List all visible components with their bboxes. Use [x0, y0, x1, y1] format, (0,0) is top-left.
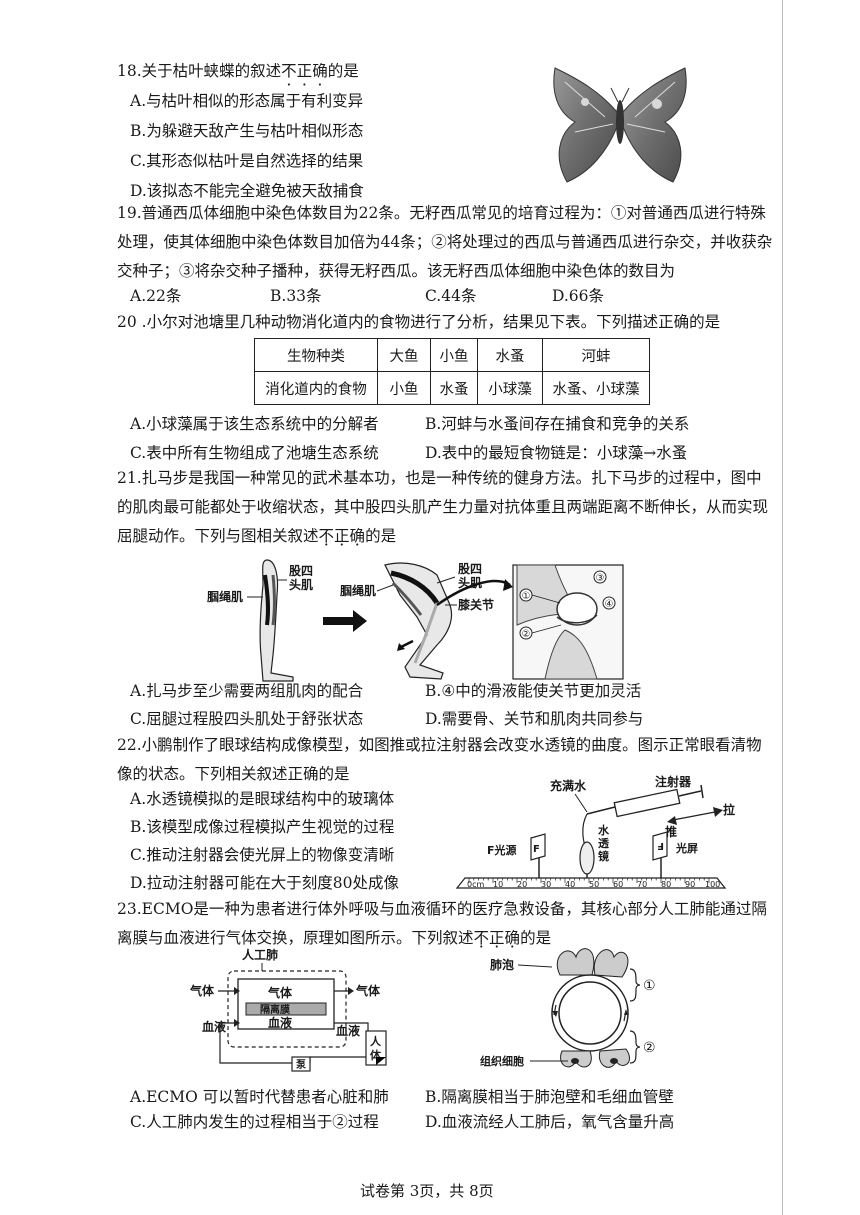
- eye-model-figure: 充满水 注射器 拉 推 水 透 镜 F光源 F F 光屏 0cm 10 20 3…: [455, 774, 735, 889]
- ruler-ticks: [468, 878, 710, 883]
- q22-stem: 22.小鹏制作了眼球结构成像模型，如图推或拉注射器会改变水透镜的曲度。图示正常眼…: [117, 736, 762, 783]
- table-cell: 小球藻: [477, 371, 543, 405]
- ruler-label: 40: [565, 880, 575, 889]
- q18-option-b: B.为躲避天敌产生与枯叶相似形态: [130, 122, 364, 140]
- table-header: 水蚤: [477, 338, 543, 372]
- ruler-label: 70: [637, 880, 647, 889]
- membrane-label: 隔离膜: [260, 1003, 290, 1016]
- q19-option-b: B.33条: [270, 287, 322, 305]
- artificial-lung-label: 人工肺: [242, 947, 278, 962]
- lens-label-2: 透: [598, 837, 610, 850]
- food-table: 生物种类 大鱼 小鱼 水蚤 河蚌 消化道内的食物 小鱼 水蚤 小球藻 水蚤、小球…: [254, 338, 650, 405]
- push-label: 推: [665, 824, 677, 839]
- q22-option-b: B.该模型成像过程模拟产生视觉的过程: [130, 818, 395, 836]
- q20-stem: 20 .小尔对池塘里几种动物消化道内的食物进行了分析，结果见下表。下列描述正确的…: [117, 313, 721, 331]
- table-row: 消化道内的食物 小鱼 水蚤 小球藻 水蚤、小球藻: [254, 371, 650, 405]
- butterfly-figure: [553, 67, 687, 183]
- q19-option-c: C.44条: [425, 287, 477, 305]
- q20-option-a: A.小球藻属于该生态系统中的分解者: [130, 415, 379, 433]
- q20-option-b: B.河蚌与水蚤间存在捕食和竞争的关系: [425, 415, 690, 433]
- ruler-label: 80: [661, 880, 671, 889]
- quad-label-2b: 头肌: [458, 575, 482, 590]
- hamstring-label-2: 腘绳肌: [340, 583, 376, 598]
- knee-label: 膝关节: [458, 597, 494, 612]
- table-row: 生物种类 大鱼 小鱼 水蚤 河蚌: [254, 338, 650, 372]
- q18-option-d: D.该拟态不能完全避免被天敌捕食: [130, 182, 364, 200]
- tissue-cell-label: 组织细胞: [480, 1054, 524, 1068]
- knee-part-3: ③: [596, 573, 605, 584]
- horse-stance-figure: 腘绳肌 股四 头肌 腘绳肌 股四 头肌 膝关节 ③ ④ ① ②: [207, 559, 624, 682]
- ruler-label: 0cm: [467, 880, 484, 889]
- hamstring-label-1: 腘绳肌: [207, 589, 243, 604]
- table-header: 小鱼: [430, 338, 478, 372]
- pump-label: 泵: [296, 1059, 307, 1071]
- q22-option-d: D.拉动注射器可能在大于刻度80处成像: [130, 874, 400, 892]
- gas-in-label: 气体: [189, 983, 215, 998]
- circulation-figure: 肺泡 组织细胞 ① ②: [480, 948, 656, 1068]
- table-cell: 水蚤: [430, 371, 478, 405]
- q18-option-a: A.与枯叶相似的形态属于有利变异: [130, 92, 364, 110]
- q21-option-c: C.屈腿过程股四头肌处于舒张状态: [130, 710, 364, 728]
- blood-out-label: 血液: [336, 1023, 360, 1038]
- table-header: 生物种类: [254, 338, 378, 372]
- quad-label-1b: 头肌: [289, 577, 313, 592]
- syringe-label: 注射器: [655, 774, 692, 789]
- q21-option-a: A.扎马步至少需要两组肌肉的配合: [130, 682, 364, 700]
- knee-part-1: ①: [522, 591, 531, 602]
- quad-label-2a: 股四: [458, 561, 482, 576]
- process-1-label: ①: [643, 978, 656, 994]
- page-edge: [782, 0, 783, 1215]
- lens-label: 水: [598, 823, 610, 837]
- q21-option-b: B.④中的滑液能使关节更加灵活: [425, 682, 642, 700]
- body-label-1: 人: [370, 1034, 382, 1048]
- q23-stem: 23.ECMO是一种为患者进行体外呼吸与血液循环的医疗急救设备，其核心部分人工肺…: [117, 895, 777, 953]
- light-source-f: F: [533, 844, 540, 855]
- knee-part-4: ④: [605, 599, 614, 610]
- q22-option-a: A.水透镜模拟的是眼球结构中的玻璃体: [130, 790, 395, 808]
- blood-chamber-label: 血液: [268, 1015, 292, 1030]
- q20-option-d: D.表中的最短食物链是：小球藻→水蚤: [425, 444, 688, 462]
- page-footer: 试卷第 3页，共 8页: [360, 1182, 494, 1200]
- q19-stem: 19.普通西瓜体细胞中染色体数目为22条。无籽西瓜常见的培育过程为：①对普通西瓜…: [117, 204, 773, 280]
- ruler-label: 20: [517, 880, 527, 889]
- q19-option-a: A.22条: [130, 287, 182, 305]
- alveolus-label: 肺泡: [490, 957, 514, 972]
- light-source-label: F光源: [487, 843, 517, 857]
- screen-label: 光屏: [675, 841, 698, 855]
- q21-option-d: D.需要骨、关节和肌肉共同参与: [425, 710, 644, 728]
- q23-option-c: C.人工肺内发生的过程相当于②过程: [130, 1113, 379, 1131]
- q23-option-b: B.隔离膜相当于肺泡壁和毛细血管壁: [425, 1088, 674, 1106]
- ruler-label: 10: [493, 880, 503, 889]
- ruler-label: 100: [705, 880, 720, 889]
- pull-label: 拉: [723, 802, 735, 817]
- water-full-label: 充满水: [550, 778, 587, 793]
- gas-chamber-label: 气体: [267, 985, 293, 1000]
- ruler-labels: 0cm 10 20 30 40 50 60 70 80 90 100: [467, 880, 720, 889]
- q18-option-c: C.其形态似枯叶是自然选择的结果: [130, 152, 364, 170]
- ecmo-figure: 人工肺 气体 隔离膜 血液 气体 气体 血液 血液 人 体 泵: [189, 947, 387, 1072]
- q22-option-c: C.推动注射器会使光屏上的物像变清晰: [130, 846, 395, 864]
- table-header: 大鱼: [377, 338, 431, 372]
- gas-out-label: 气体: [355, 983, 381, 998]
- table-cell: 消化道内的食物: [254, 371, 378, 405]
- ruler-label: 90: [685, 880, 695, 889]
- ruler-label: 50: [589, 880, 599, 889]
- table-cell: 水蚤、小球藻: [542, 371, 650, 405]
- lens-label-3: 镜: [598, 849, 609, 863]
- ruler-label: 60: [613, 880, 623, 889]
- q19-option-d: D.66条: [552, 287, 605, 305]
- blood-in-label: 血液: [202, 1019, 226, 1034]
- process-2-label: ②: [643, 1040, 656, 1056]
- table-cell: 小鱼: [377, 371, 431, 405]
- screen-image-f: F: [657, 840, 664, 851]
- ruler-label: 30: [541, 880, 551, 889]
- q20-option-c: C.表中所有生物组成了池塘生态系统: [130, 444, 379, 462]
- quad-label-1a: 股四: [289, 563, 313, 578]
- q23-option-d: D.血液流经人工肺后，氧气含量升高: [425, 1113, 675, 1131]
- q21-stem: 21.扎马步是我国一种常见的武术基本功，也是一种传统的健身方法。扎下马步的过程中…: [117, 464, 777, 551]
- q18-stem: 18.关于枯叶蛱蝶的叙述不正确的是: [117, 62, 359, 81]
- table-header: 河蚌: [542, 338, 650, 372]
- knee-part-2: ②: [522, 629, 531, 640]
- q23-option-a: A.ECMO 可以暂时代替患者心脏和肺: [130, 1088, 389, 1106]
